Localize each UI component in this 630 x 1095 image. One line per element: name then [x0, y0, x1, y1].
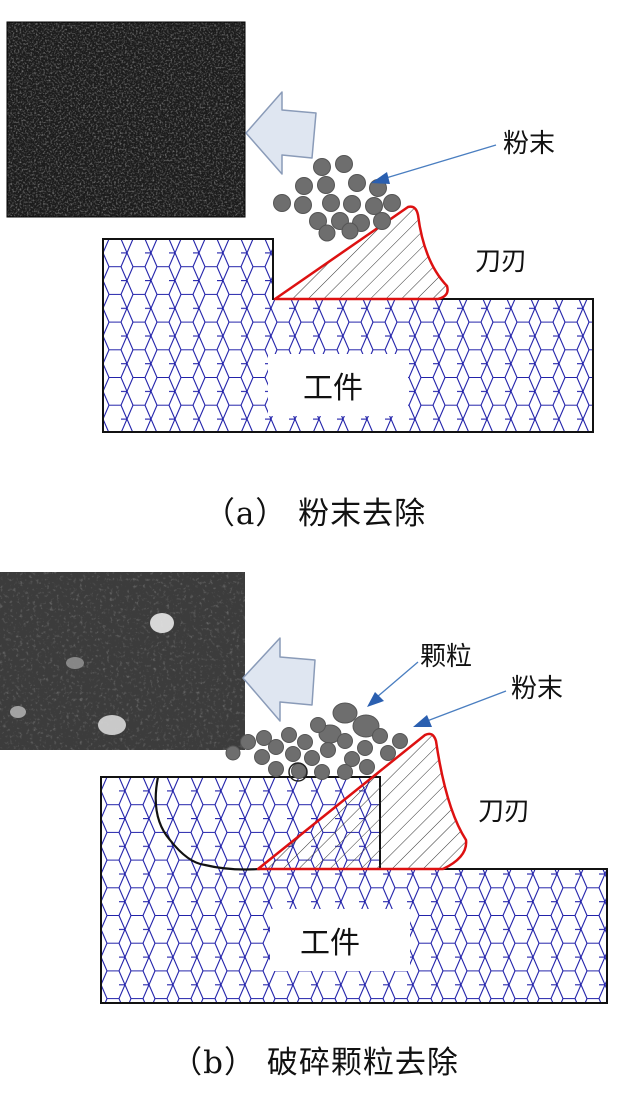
caption-a: （a） 粉末去除: [203, 496, 427, 532]
cutting-tool-a: [273, 205, 449, 301]
pointer-arrow-powder-b: [413, 690, 507, 727]
label-tool-b: 刀刃: [478, 797, 530, 827]
workpiece-label-bg: [270, 909, 410, 971]
pointer-arrow-powder-a: [371, 144, 497, 184]
cutting-tool-b: [256, 732, 468, 871]
label-workpiece-b: 工件: [300, 926, 360, 961]
diagram-a: 粉末 刀刃 工件: [6, 21, 594, 433]
pointer-arrow-particles-b: [367, 661, 419, 707]
workpiece-a: [102, 238, 594, 433]
workpiece-b: [100, 776, 608, 1004]
label-particles-b: 颗粒: [420, 642, 472, 672]
diagram-b: 颗粒 粉末 刀刃 工件: [0, 572, 608, 1004]
fracture-line-b: [154, 776, 261, 871]
workpiece-label-bg: [268, 354, 408, 416]
chip-flow-arrow-b: [242, 637, 316, 722]
panel-a-powder-removal: 粉末 刀刃 工件 （a） 粉末去除: [0, 0, 630, 545]
sem-micrograph-particles: [0, 572, 245, 750]
chip-flow-arrow-a: [245, 91, 317, 175]
sem-micrograph-powder: [6, 21, 246, 218]
label-powder-b: 粉末: [511, 674, 563, 704]
powder-particles-b: [225, 717, 408, 782]
powder-particles-a: [273, 155, 401, 242]
caption-b: （b） 破碎颗粒去除: [171, 1045, 459, 1081]
label-workpiece-a: 工件: [303, 371, 363, 406]
label-tool-a: 刀刃: [475, 247, 527, 277]
label-powder-a: 粉末: [503, 129, 555, 159]
panel-b-broken-particle-removal: 颗粒 粉末 刀刃 工件 （b） 破碎颗粒去除: [0, 545, 630, 1095]
